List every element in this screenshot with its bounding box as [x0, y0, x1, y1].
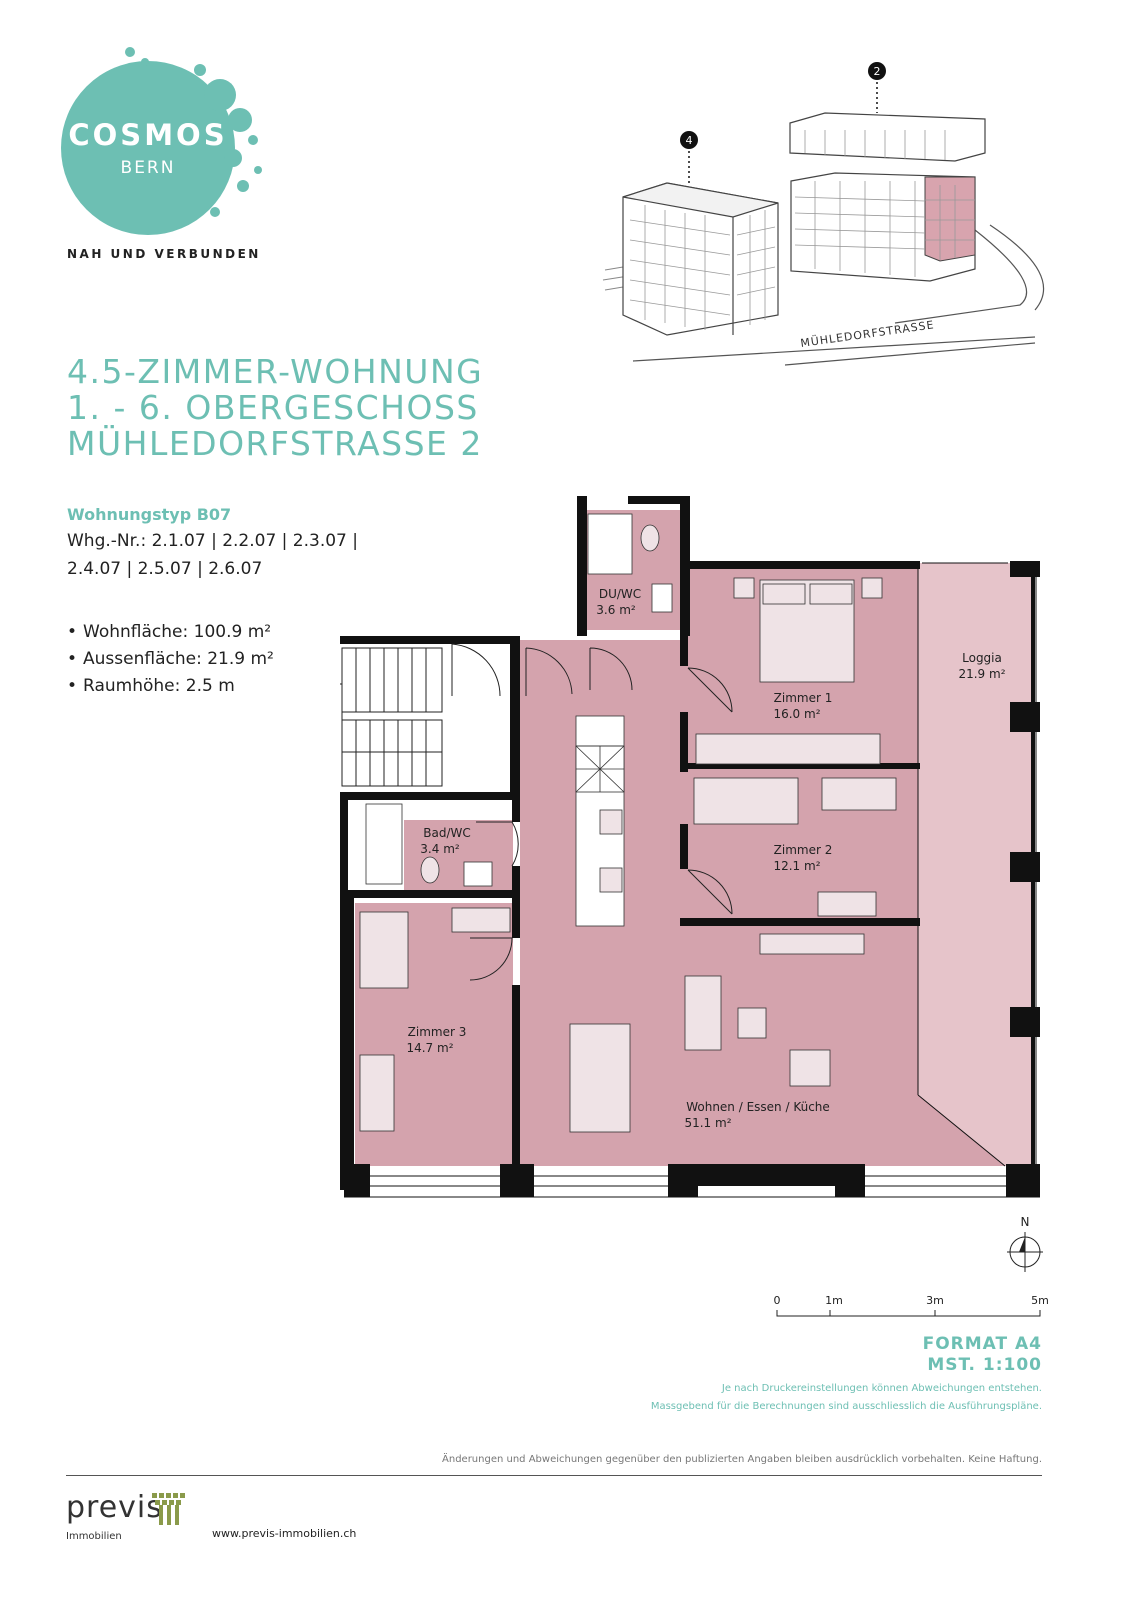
headline-line-3: MÜHLEDORFSTRASSE 2: [67, 424, 483, 463]
building-4-icon: [622, 182, 779, 336]
site-illustration: 4 2 MÜHLEDORFSTRASSE: [602, 62, 1045, 366]
north-compass-icon: N: [1007, 1215, 1043, 1272]
living-fill: [520, 640, 1005, 1166]
print-note-2: Massgebend für die Berechnungen sind aus…: [650, 1401, 1042, 1412]
room-zimmer3-name: Zimmer 3: [408, 1025, 467, 1039]
previs-subtitle: Immobilien: [66, 1531, 122, 1542]
apartment-type: Wohnungstyp B07: [67, 505, 232, 524]
marker-2-text: 2: [874, 65, 881, 78]
logo-title: COSMOS: [68, 118, 228, 152]
room-loggia-name: Loggia: [962, 651, 1002, 665]
headline-line-1: 4.5-ZIMMER-WOHNUNG: [67, 352, 484, 391]
room-zimmer1-area: 16.0 m²: [773, 707, 820, 721]
room-duwc-name: DU/WC: [599, 587, 641, 601]
format-label: FORMAT A4: [922, 1334, 1042, 1354]
logo-subtitle: BERN: [120, 158, 176, 178]
print-note-1: Je nach Druckereinstellungen können Abwe…: [721, 1383, 1042, 1394]
scale-bar: 0 1m 3m 5m: [774, 1294, 1049, 1317]
room-badwc-name: Bad/WC: [423, 826, 471, 840]
room-zimmer3-area: 14.7 m²: [406, 1041, 453, 1055]
previs-logo-text: previs: [66, 1490, 163, 1525]
scale-label-0: 0: [774, 1294, 781, 1307]
room-zimmer2-name: Zimmer 2: [774, 843, 833, 857]
footer-divider: [66, 1475, 1042, 1476]
scale-label-5: 5m: [1031, 1294, 1049, 1307]
apartment-facts: Wohnfläche: 100.9 m² Aussenfläche: 21.9 …: [67, 622, 274, 703]
room-loggia-area: 21.9 m²: [958, 667, 1005, 681]
headline-line-2: 1. - 6. OBERGESCHOSS: [67, 388, 479, 427]
previs-logo-icon: [152, 1493, 185, 1525]
scale-label-1: 1m: [825, 1294, 843, 1307]
building-2-icon: [789, 112, 986, 282]
unit-numbers-line-2: 2.4.07 | 2.5.07 | 2.6.07: [67, 559, 263, 579]
logo-tagline: NAH UND VERBUNDEN: [67, 247, 261, 261]
loggia-fill: [918, 563, 1031, 1166]
marker-4-text: 4: [686, 134, 693, 147]
fact-room-height: Raumhöhe: 2.5 m: [67, 676, 274, 703]
room-zimmer2-area: 12.1 m²: [773, 859, 820, 873]
room-zimmer1-name: Zimmer 1: [774, 691, 833, 705]
floor-plan: DU/WC 3.6 m² Zimmer 1 16.0 m² Loggia 21.…: [340, 496, 1040, 1198]
website-link[interactable]: www.previs-immobilien.ch: [212, 1527, 357, 1540]
room-wohnen-name: Wohnen / Essen / Küche: [686, 1100, 830, 1114]
compass-label: N: [1021, 1215, 1030, 1229]
cosmos-logo-blob: [61, 47, 262, 235]
disclaimer: Änderungen und Abweichungen gegenüber de…: [442, 1454, 1042, 1465]
room-wohnen-area: 51.1 m²: [684, 1116, 731, 1130]
badwc-fill: [404, 820, 513, 890]
scale-label-3: 3m: [926, 1294, 944, 1307]
room-badwc-area: 3.4 m²: [420, 842, 460, 856]
unit-numbers-line-1: Whg.-Nr.: 2.1.07 | 2.2.07 | 2.3.07 |: [67, 531, 359, 551]
fact-living-area: Wohnfläche: 100.9 m²: [67, 622, 274, 649]
scale-ratio-label: MST. 1:100: [927, 1355, 1042, 1375]
street-label: MÜHLEDORFSTRASSE: [800, 318, 936, 350]
room-duwc-area: 3.6 m²: [596, 603, 636, 617]
fact-outdoor-area: Aussenfläche: 21.9 m²: [67, 649, 274, 676]
